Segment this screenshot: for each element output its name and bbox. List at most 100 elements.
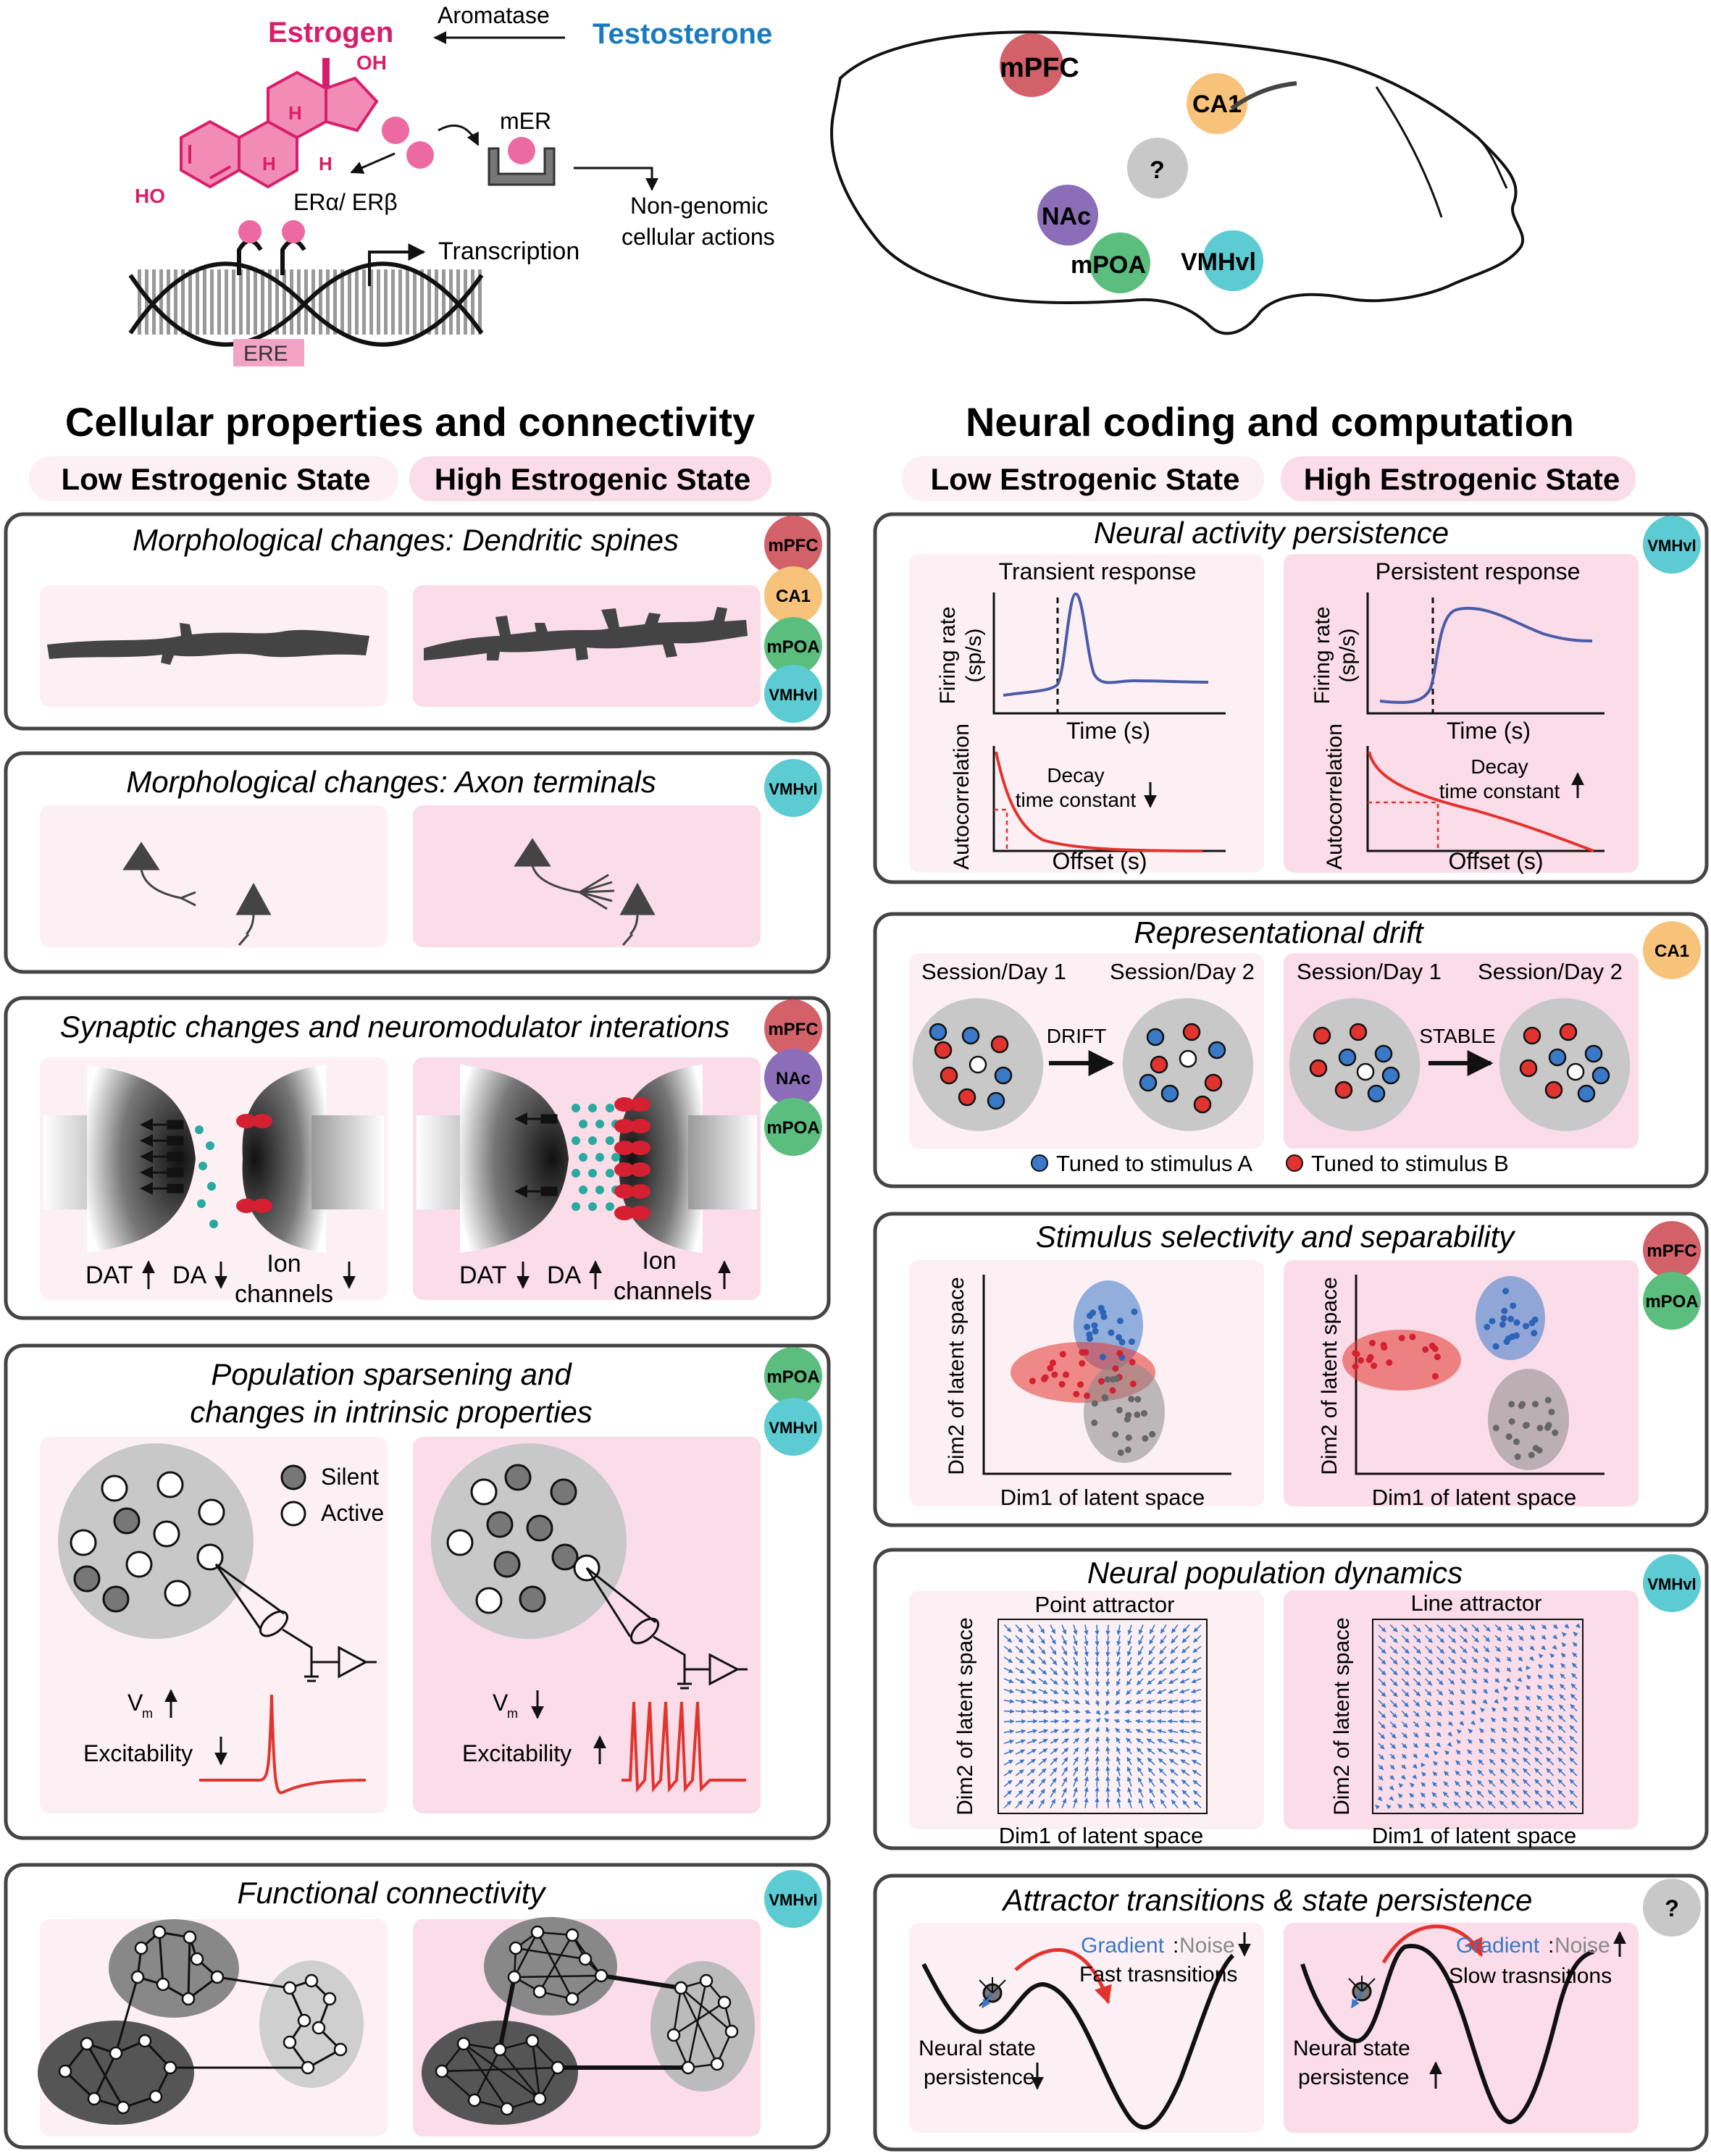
line-vector-193 — [1489, 1758, 1496, 1766]
drift-label: DRIFT — [1047, 1025, 1106, 1047]
sel-low-red-point-11 — [1059, 1351, 1066, 1358]
point-vector-226 — [1135, 1729, 1144, 1734]
line-vector-170 — [1480, 1707, 1486, 1713]
point-vector-36 — [1026, 1624, 1034, 1634]
point-vector-22 — [1015, 1667, 1025, 1674]
sel-high-blue-point-6 — [1501, 1307, 1508, 1314]
point-vector-221 — [1136, 1678, 1144, 1685]
line-vector-81 — [1424, 1721, 1431, 1727]
line-vector-60 — [1413, 1689, 1421, 1697]
vector-field-line — [1375, 1623, 1581, 1810]
line-vector-175 — [1478, 1759, 1484, 1766]
point-vector-257 — [1157, 1678, 1167, 1685]
point-vector-91 — [1061, 1635, 1067, 1645]
line-vector-39 — [1401, 1656, 1410, 1665]
line-vector-164 — [1483, 1645, 1490, 1653]
syn-high-da: DA — [547, 1262, 582, 1289]
point-vector-12 — [1003, 1750, 1014, 1755]
drift-neuron-3-5 — [1584, 1044, 1603, 1063]
spike-trace-low — [199, 1694, 367, 1795]
line-vector-274 — [1549, 1663, 1555, 1669]
point-vector-21 — [1015, 1656, 1024, 1664]
point-vector-294 — [1179, 1689, 1190, 1694]
point-vector-42 — [1026, 1689, 1037, 1694]
point-vector-133 — [1084, 1700, 1090, 1706]
excitability-high: Excitability — [462, 1740, 572, 1766]
persistence-title: Neural activity persistence — [1094, 516, 1449, 550]
point-vector-278 — [1167, 1708, 1179, 1714]
right-low-state-label: Low Estrogenic State — [930, 462, 1239, 496]
sel-high-gray-point-14 — [1544, 1396, 1552, 1404]
point-vector-136 — [1084, 1727, 1090, 1733]
point-vector-299 — [1179, 1739, 1190, 1744]
line-vector-168 — [1483, 1688, 1489, 1694]
line-vector-48 — [1401, 1753, 1407, 1759]
point-vector-314 — [1190, 1708, 1202, 1714]
sel-high-blue-point-14 — [1531, 1330, 1538, 1337]
er-ligand-2 — [282, 220, 305, 243]
sel-high-red-point-8 — [1357, 1356, 1365, 1364]
line-vector-105 — [1431, 1782, 1438, 1787]
sel-low-gray-point-10 — [1142, 1435, 1149, 1442]
sel-low-red-point-21 — [1079, 1348, 1086, 1356]
panel-stimulus-selectivity: Stimulus selectivity and separability Di… — [873, 1212, 1709, 1527]
region-mpfc — [1000, 33, 1063, 97]
sel-high-blue-point-0 — [1500, 1314, 1507, 1322]
line-vector-225 — [1513, 1716, 1519, 1723]
point-vector-211 — [1126, 1756, 1132, 1766]
point-vector-50 — [1026, 1769, 1036, 1777]
line-vector-118 — [1447, 1731, 1453, 1737]
point-vector-268 — [1160, 1788, 1167, 1798]
point-vector-110 — [1073, 1645, 1078, 1656]
line-vector-215 — [1499, 1800, 1507, 1809]
sel-low-red-point-12 — [1112, 1365, 1119, 1372]
left-high-state-pill — [409, 456, 771, 501]
point-vector-40 — [1026, 1667, 1037, 1674]
line-vector-321 — [1569, 1779, 1578, 1787]
point-vector-203 — [1126, 1678, 1132, 1686]
point-vector-276 — [1168, 1689, 1179, 1694]
synaptic-title: Synaptic changes and neuromodulator inte… — [60, 1010, 730, 1044]
point-vector-34 — [1015, 1790, 1024, 1798]
point-vector-60 — [1038, 1689, 1048, 1695]
line-vector-178 — [1476, 1790, 1484, 1798]
line-vector-137 — [1456, 1739, 1462, 1745]
line-vector-295 — [1559, 1694, 1566, 1701]
line-vector-232 — [1510, 1790, 1519, 1798]
line-vector-241 — [1525, 1695, 1531, 1701]
point-vector-37 — [1026, 1635, 1034, 1644]
sel-high-blue-point-7 — [1499, 1321, 1506, 1328]
line-vector-179 — [1476, 1800, 1484, 1809]
line-vector-180 — [1494, 1624, 1502, 1632]
line-vector-149 — [1471, 1678, 1478, 1685]
point-vector-100 — [1061, 1729, 1070, 1734]
sel-low-red-point-9 — [1063, 1371, 1070, 1378]
drift-neuron-0-4 — [969, 1055, 987, 1074]
pop-badge-vmhvl: VMHvl — [769, 1419, 817, 1437]
point-vector-173 — [1105, 1736, 1110, 1744]
line-vector-290 — [1561, 1642, 1567, 1648]
point-vector-132 — [1084, 1689, 1089, 1696]
drift-neuron-0-8 — [929, 1023, 947, 1041]
nsp-high-2: persistence — [1298, 2065, 1409, 2089]
vm-low: V — [127, 1690, 143, 1716]
point-vector-220 — [1137, 1667, 1144, 1676]
point-vector-134 — [1084, 1709, 1092, 1714]
point-vector-95 — [1061, 1678, 1069, 1685]
line-vector-128 — [1460, 1645, 1468, 1653]
line-vector-287 — [1546, 1800, 1555, 1809]
sel-low-gray-point-13 — [1113, 1375, 1121, 1383]
line-vector-281 — [1546, 1735, 1555, 1744]
line-vector-264 — [1534, 1746, 1543, 1755]
sel-high-red-point-12 — [1386, 1359, 1393, 1366]
func-badge-vmhvl: VMHvl — [769, 1891, 817, 1909]
line-vector-262 — [1535, 1726, 1543, 1733]
drift-neuron-1-4 — [1179, 1049, 1197, 1068]
sel-high-blue-point-8 — [1489, 1317, 1496, 1325]
line-vector-163 — [1483, 1635, 1491, 1643]
point-vector-127 — [1084, 1635, 1089, 1646]
point-vector-106 — [1061, 1787, 1067, 1798]
line-vector-37 — [1401, 1635, 1410, 1643]
axon-badge-vmhvl: VMHvl — [769, 780, 817, 798]
line-vector-221 — [1517, 1677, 1523, 1682]
